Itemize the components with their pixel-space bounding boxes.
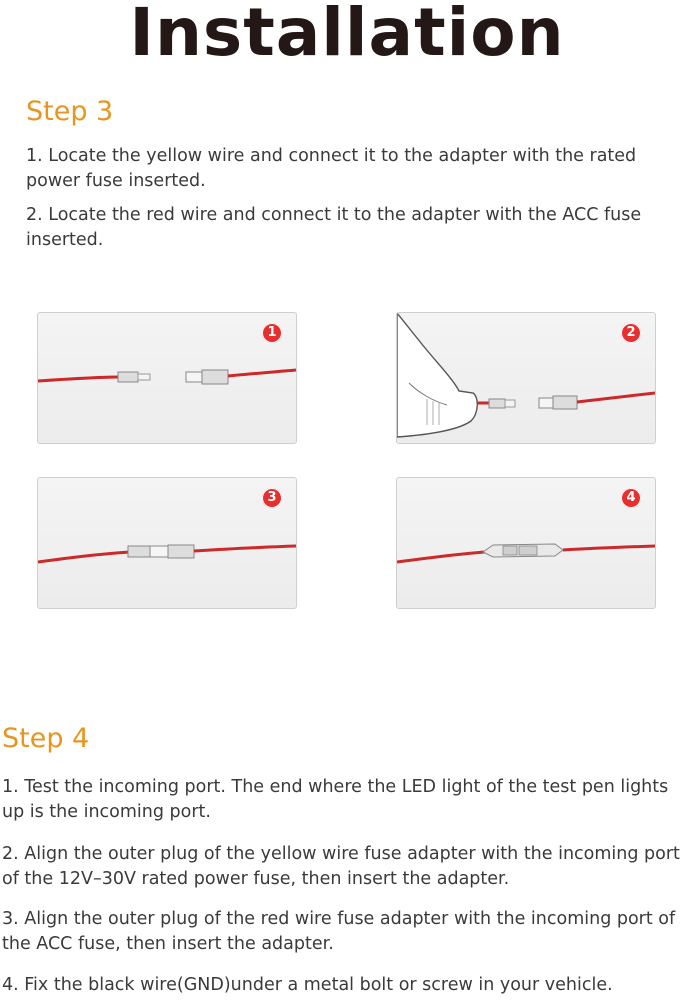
step-3-item-2: 2. Locate the red wire and connect it to… <box>26 205 642 250</box>
step-4-item-3: 3. Align the outer plug of the red wire … <box>2 909 676 954</box>
step-number-badge-4: 4 <box>621 488 641 508</box>
step-image-1: 1 <box>37 312 297 444</box>
step-4-item-1: 1. Test the incoming port. The end where… <box>2 777 669 822</box>
step-3-heading: Step 3 <box>26 96 114 127</box>
wire-separated-illustration <box>38 368 296 385</box>
step-4-item-4: 4. Fix the black wire(GND)under a metal … <box>2 975 613 995</box>
finger-holding-connector-illustration <box>397 313 655 438</box>
step-number-badge-3: 3 <box>262 488 282 508</box>
step-4-item-2: 2. Align the outer plug of the yellow wi… <box>2 844 680 889</box>
step-image-3: 3 <box>37 477 297 609</box>
step-number-badge-2: 2 <box>621 323 641 343</box>
step-image-2: 2 <box>396 312 656 444</box>
step-3-item-1: 1. Locate the yellow wire and connect it… <box>26 146 637 191</box>
heat-shrink-illustration <box>397 543 655 564</box>
wire-connected-illustration <box>38 544 296 564</box>
step-image-4: 4 <box>396 477 656 609</box>
page-title: Installation <box>129 0 565 71</box>
step-number-badge-1: 1 <box>262 323 282 343</box>
step-4-heading: Step 4 <box>2 723 90 754</box>
